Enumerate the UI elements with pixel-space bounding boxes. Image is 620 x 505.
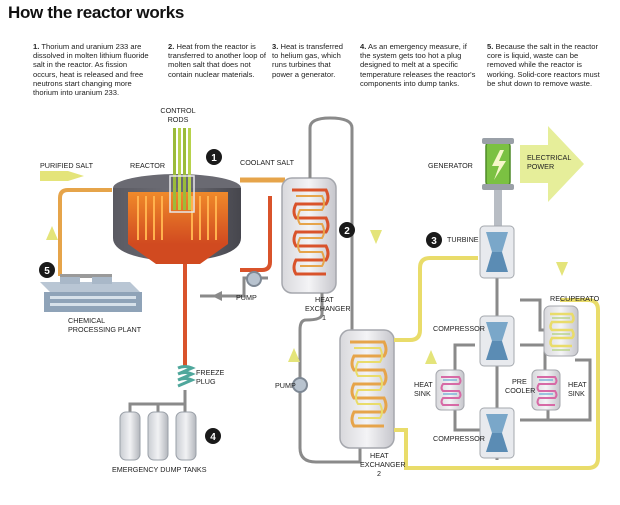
coolant-loop-left: [298, 293, 362, 464]
helium-pipe-hot: [394, 256, 478, 342]
step-2: 2. Heat from the reactor is transferred …: [168, 42, 266, 79]
label-pump-2: PUMP: [275, 381, 296, 390]
hot-salt-return: [240, 196, 272, 272]
label-reactor: REACTOR: [130, 161, 165, 170]
label-dump-tanks: EMERGENCY DUMP TANKS: [112, 465, 207, 474]
label-electrical-2: POWER: [527, 162, 554, 171]
page-title: How the reactor works: [8, 3, 185, 22]
svg-text:1: 1: [211, 153, 217, 164]
label-generator: GENERATOR: [428, 161, 473, 170]
down-arrow-icon: [370, 230, 382, 244]
label-compressor-2: COMPRESSOR: [433, 434, 485, 443]
label-hx1-b: EXCHANGER: [305, 304, 351, 313]
label-coolant-salt: COOLANT SALT: [240, 158, 295, 167]
compressor-1: [479, 315, 515, 367]
generator: [482, 138, 514, 190]
recuperator: [543, 305, 579, 357]
label-control-rods-1: CONTROL: [160, 106, 195, 115]
label-hx2-b: EXCHANGER: [360, 460, 406, 469]
emergency-dump-tanks: [119, 411, 197, 461]
purified-salt-arrow: [68, 171, 84, 181]
label-pump-1: PUMP: [236, 293, 257, 302]
chemical-processing-plant: [40, 277, 142, 312]
up-arrow-icon: [46, 226, 58, 240]
step-4: 4. As an emergency measure, if the syste…: [360, 42, 476, 88]
heat-sink-left: [435, 369, 465, 411]
heat-sink-right: [531, 369, 561, 411]
helium-pipe-return: [394, 298, 600, 470]
svg-text:2: 2: [344, 226, 350, 237]
control-rods: [169, 128, 195, 213]
label-heat-sink-right-2: SINK: [568, 389, 585, 398]
marker-4: 4: [205, 428, 221, 444]
heat-exchanger-1: [281, 177, 337, 294]
svg-text:3: 3: [431, 236, 437, 247]
svg-text:5: 5: [44, 266, 50, 277]
label-heat-sink-right-1: HEAT: [568, 380, 587, 389]
label-compressor-1: COMPRESSOR: [433, 324, 485, 333]
label-turbine: TURBINE: [447, 235, 479, 244]
reactor-vessel: [113, 174, 241, 264]
step-5: 5. Because the salt in the reactor core …: [487, 42, 600, 88]
label-hx1-c: 1: [322, 313, 326, 322]
label-hx2-c: 2: [377, 469, 381, 478]
label-hx1-a: HEAT: [315, 295, 334, 304]
purified-salt-arrow-tail: [40, 171, 68, 181]
marker-3: 3: [426, 232, 442, 248]
svg-text:4: 4: [210, 432, 216, 443]
coolant-loop-right: [308, 116, 354, 332]
label-heat-sink-left-1: HEAT: [414, 380, 433, 389]
label-heat-sink-left-2: SINK: [414, 389, 431, 398]
label-pre-cooler-2: COOLER: [505, 386, 535, 395]
heat-exchanger-2: [339, 329, 395, 449]
generator-shaft: [494, 190, 502, 226]
processing-loop-pipe: [58, 188, 112, 278]
pump-2: [292, 377, 308, 393]
up-arrow-icon-4: [425, 350, 437, 364]
marker-2: 2: [339, 222, 355, 238]
pump-flow-arrow: [212, 291, 222, 301]
label-electrical-1: ELECTRICAL: [527, 153, 571, 162]
marker-1: 1: [206, 149, 222, 165]
label-freeze-plug-2: PLUG: [196, 377, 216, 386]
label-recuperator: RECUPERATO: [550, 294, 600, 303]
label-chemical-1: CHEMICAL: [68, 316, 105, 325]
dump-manifold: [128, 390, 187, 412]
compressor-2: [479, 407, 515, 459]
step-3: 3. Heat is transferred to helium gas, wh…: [272, 42, 343, 79]
label-freeze-plug-1: FREEZE: [196, 368, 225, 377]
label-hx2-a: HEAT: [370, 451, 389, 460]
label-pre-cooler-1: PRE: [512, 377, 527, 386]
freeze-plug: [177, 365, 196, 388]
marker-5: 5: [39, 262, 55, 278]
label-chemical-2: PROCESSING PLANT: [68, 325, 142, 334]
step-1: 1. Thorium and uranium 233 are dissolved…: [33, 42, 149, 98]
lightning-bolt-icon: [492, 150, 506, 180]
label-control-rods-2: RODS: [168, 115, 189, 124]
up-arrow-icon-2: [288, 348, 300, 362]
electrical-power-arrow: [520, 126, 584, 202]
turbine: [479, 225, 515, 279]
label-purified-salt: PURIFIED SALT: [40, 161, 94, 170]
down-arrow-icon-3: [556, 262, 568, 276]
pump-1: [246, 271, 262, 287]
